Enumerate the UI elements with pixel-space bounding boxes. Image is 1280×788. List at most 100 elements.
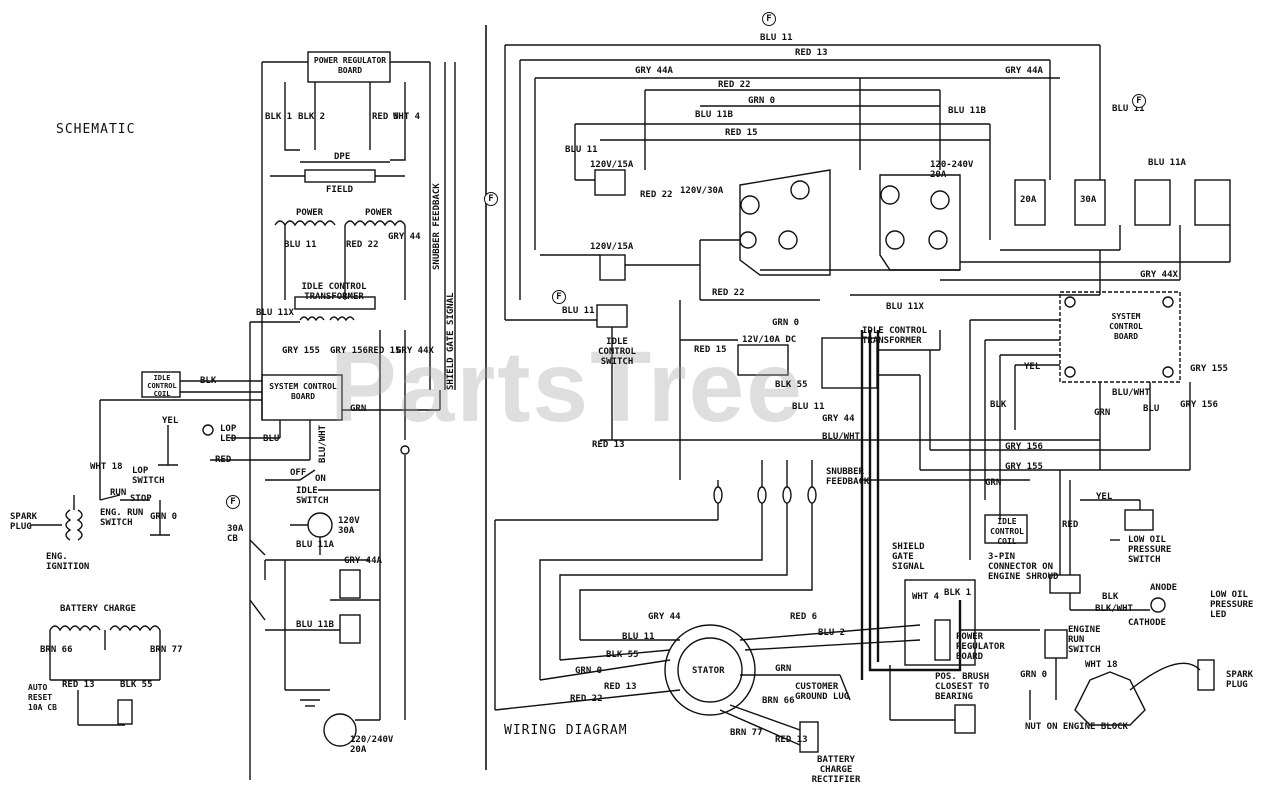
w-red6: RED 6 — [790, 612, 818, 622]
sch-wire-blk: BLK — [200, 376, 217, 386]
w-bluwht-r: BLU/WHT — [1112, 388, 1150, 398]
w-red22-b: RED 22 — [712, 288, 745, 298]
w-blu11b-r: BLU 11B — [948, 106, 986, 116]
w-gry155: GRY 155 — [1005, 462, 1043, 472]
w-grn0: GRN 0 — [748, 96, 776, 106]
w-blu11a: BLU 11A — [1148, 158, 1186, 168]
w-red15-c: RED 15 — [694, 345, 727, 355]
w-blu-r: BLU — [1143, 404, 1160, 414]
sch-wire-blu11a: BLU 11A — [296, 540, 334, 550]
w-red: RED — [1062, 520, 1079, 530]
f-marker-idle: F — [552, 290, 566, 304]
field-label: FIELD — [326, 185, 354, 195]
sch-wire-grn: GRN — [350, 404, 367, 414]
connector-3pin-label: 3-PIN CONNECTOR ON ENGINE SHROUD — [988, 552, 1059, 582]
w-gry156: GRY 156 — [1005, 442, 1043, 452]
cb-30a-label: 30A CB — [227, 524, 244, 544]
w-grn-s: GRN — [775, 664, 792, 674]
outlet-120v-30a-label: 120V 30A — [338, 516, 360, 536]
eng-ignition-label: ENG. IGNITION — [46, 552, 90, 572]
battery-charge-rectifier-label: BATTERY CHARGE RECTIFIER — [811, 755, 861, 785]
w-wht18: WHT 18 — [1085, 660, 1118, 670]
sch-wire-wht18: WHT 18 — [90, 462, 123, 472]
lop-led-label: LOP LED — [220, 424, 237, 444]
f-marker-schematic: F — [226, 495, 240, 509]
w-blk1: BLK 1 — [944, 588, 972, 598]
idle-control-switch-label: IDLE CONTROL SWITCH — [598, 337, 636, 367]
w-gry44x: GRY 44X — [1140, 270, 1178, 280]
w-blu11-c: BLU 11 — [565, 145, 598, 155]
outlet-120-240v-20a: 120-240V 20A — [930, 160, 974, 180]
sch-wire-gry44: GRY 44 — [388, 232, 421, 242]
anode-label: ANODE — [1150, 583, 1178, 593]
idle-control-coil-label: IDLE CONTROL COIL — [147, 374, 177, 398]
w-grn0-b: GRN 0 — [772, 318, 800, 328]
sch-wire-red: RED — [215, 455, 232, 465]
w-brn66: BRN 66 — [762, 696, 795, 706]
power-regulator-board-label: POWER REGULATOR BOARD — [313, 56, 387, 75]
w-blu11-s: BLU 11 — [622, 632, 655, 642]
w-grn0-e: GRN 0 — [1020, 670, 1048, 680]
w-brn77: BRN 77 — [730, 728, 763, 738]
sch-wire-gry44x: GRY 44X — [396, 346, 434, 356]
w-red13-c: RED 13 — [775, 735, 808, 745]
shield-gate-signal-label: SHIELD GATE SIGNAL — [892, 542, 925, 572]
run-label: RUN — [110, 488, 127, 498]
auto-reset-label: AUTO RESET 10A CB — [28, 683, 57, 712]
low-oil-pressure-switch-label: LOW OIL PRESSURE SWITCH — [1128, 535, 1172, 565]
w-blk55: BLK 55 — [775, 380, 808, 390]
w-red22-c: RED 22 — [640, 190, 673, 200]
w-red22: RED 22 — [718, 80, 751, 90]
lop-switch-label: LOP SWITCH — [132, 466, 165, 486]
w-gry44-s: GRY 44 — [648, 612, 681, 622]
w-red22-s: RED 22 — [570, 694, 603, 704]
w-wht4: WHT 4 — [912, 592, 940, 602]
w-blu11x: BLU 11X — [886, 302, 924, 312]
snubber-feedback-vert-label: SNUBBER FEEDBACK — [432, 183, 442, 270]
spark-plug-wiring-label: SPARK PLUG — [1226, 670, 1254, 690]
dpe-label: DPE — [334, 152, 351, 162]
w-red15: RED 15 — [725, 128, 758, 138]
w-blu11-top: BLU 11 — [760, 33, 793, 43]
wiring-diagram-title: WIRING DIAGRAM — [504, 723, 628, 738]
sch-wire-red22: RED 22 — [346, 240, 379, 250]
f-marker-left: F — [484, 192, 498, 206]
sch-wire-grn0: GRN 0 — [150, 512, 178, 522]
sch-wire-blk2: BLK 2 — [298, 112, 326, 122]
f-marker-top: F — [762, 12, 776, 26]
schematic-title: SCHEMATIC — [56, 122, 136, 137]
stator-label: STATOR — [692, 666, 725, 676]
nut-on-engine-block-label: NUT ON ENGINE BLOCK — [1025, 722, 1128, 732]
w-red13-b: RED 13 — [592, 440, 625, 450]
w-blu2: BLU 2 — [818, 628, 846, 638]
pos-brush-label: POS. BRUSH CLOSEST TO BEARING — [935, 672, 990, 702]
breaker-20a-label: 20A — [1020, 195, 1037, 205]
w-red13-s: RED 13 — [604, 682, 637, 692]
w-grn0-s: GRN 0 — [575, 666, 603, 676]
dc-breaker-label: 12V/10A DC — [742, 335, 797, 345]
sch-wire-bluwht: BLU/WHT — [318, 425, 328, 463]
sch-wire-yel: YEL — [162, 416, 179, 426]
w-yel-r: YEL — [1024, 362, 1041, 372]
breaker-30a-label: 30A — [1080, 195, 1097, 205]
w-blu11-idle: BLU 11 — [562, 306, 595, 316]
cathode-label: CATHODE — [1128, 618, 1166, 628]
power-left-label: POWER — [296, 208, 324, 218]
idle-control-coil-wiring-label: IDLE CONTROL COIL — [990, 517, 1024, 546]
system-control-board-wiring-label: SYSTEM CONTROL BOARD — [1109, 312, 1143, 341]
w-blk: BLK — [1102, 592, 1119, 602]
outlet-120v-15a-mid: 120V/15A — [590, 242, 634, 252]
sch-wire-red5: RED 5 — [372, 112, 400, 122]
idle-switch-label: IDLE SWITCH — [296, 486, 329, 506]
sch-wire-gry156: GRY 156 — [330, 346, 368, 356]
sch-wire-blk55: BLK 55 — [120, 680, 153, 690]
sch-wire-gry44a: GRY 44A — [344, 556, 382, 566]
w-gry44a: GRY 44A — [635, 66, 673, 76]
outlet-120-240v-label: 120/240V 20A — [350, 735, 394, 755]
w-blu11-r: BLU 11 — [1112, 104, 1145, 114]
sch-wire-blu11x: BLU 11X — [256, 308, 294, 318]
sch-wire-blk1: BLK 1 — [265, 112, 293, 122]
snubber-feedback-label: SNUBBER FEEDBACK — [826, 467, 870, 487]
low-oil-pressure-led-label: LOW OIL PRESSURE LED — [1210, 590, 1254, 620]
sch-wire-gry155: GRY 155 — [282, 346, 320, 356]
